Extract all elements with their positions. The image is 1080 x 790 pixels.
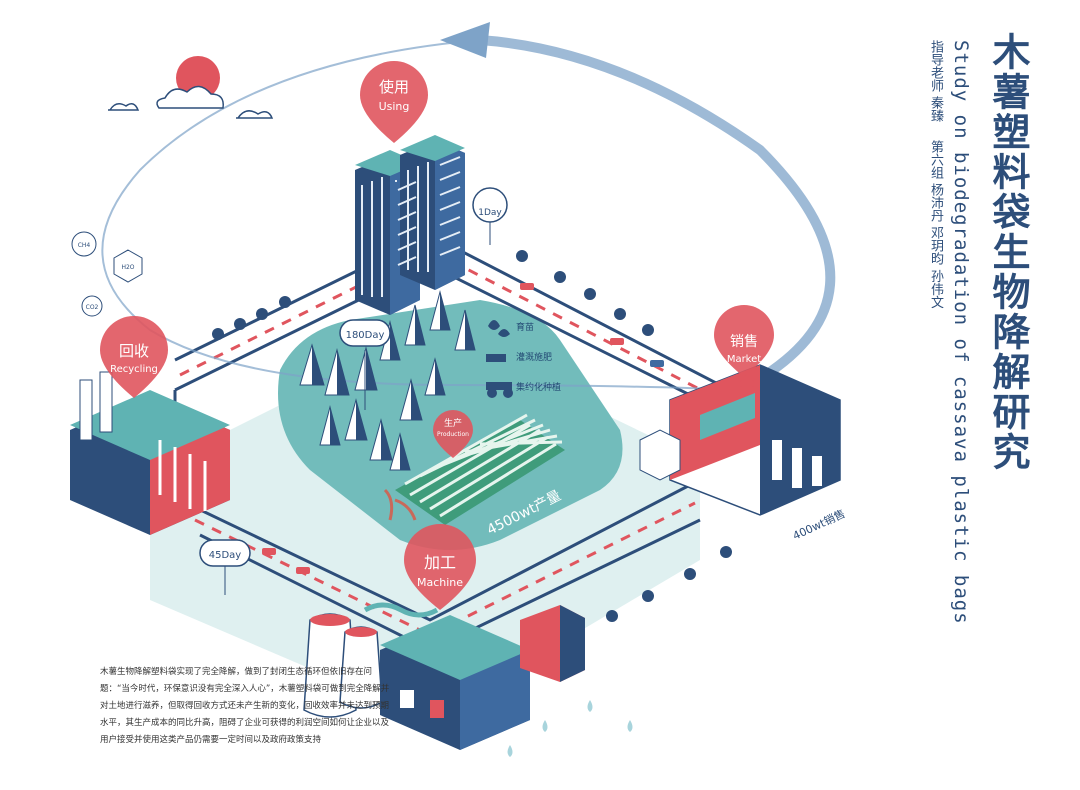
advisor-credit: 指导老师 秦臻: [928, 40, 943, 123]
stage-pins: [100, 61, 774, 610]
page-title-english: Study on biodegradation of cassava plast…: [950, 40, 972, 625]
road-center-dashes: [179, 248, 706, 637]
sun-icon: [176, 56, 220, 100]
duration-using: 1Day: [478, 208, 502, 218]
stage-recycling-zh: 回收: [119, 342, 149, 360]
stage-using-en: Using: [379, 100, 410, 113]
duration-machine: 45Day: [209, 550, 242, 561]
molecule-icons: [71, 231, 143, 317]
road-sign-icons: [212, 250, 732, 622]
recycling-factory: [70, 371, 230, 535]
summary-paragraph: 木薯生物降解塑料袋实现了完全降解，做到了封闭生态循环但依旧存在问题：“当今时代，…: [100, 667, 390, 745]
group-credit: 第六组 杨沛丹 邓玥昀 孙伟文: [928, 140, 943, 309]
forest-trees: [299, 290, 476, 521]
road-vehicles: [262, 283, 754, 574]
stage-machine-zh: 加工: [424, 553, 456, 572]
stage-machine-en: Machine: [417, 576, 463, 589]
molecule-h2o: H2O: [121, 264, 134, 271]
production-item-planting: 集约化种植: [516, 383, 562, 393]
market-volume: 400wt销售: [790, 506, 847, 542]
stage-using-zh: 使用: [379, 78, 409, 96]
duration-recycle: 180Day: [346, 330, 385, 341]
crop-field: [395, 413, 565, 525]
production-item-seedling: 育苗: [516, 323, 535, 333]
stage-recycling-en: Recycling: [110, 364, 158, 375]
production-item-irrigation: 灌溉施肥: [516, 353, 553, 363]
cycle-arrowhead-icon: [440, 22, 490, 58]
supermarket-building: [639, 364, 841, 516]
production-icons: [486, 320, 513, 398]
processing-plant: [303, 602, 585, 750]
stage-market-zh: 销售: [730, 334, 758, 350]
duration-tags: [199, 187, 508, 567]
cloud-icon: [108, 85, 274, 119]
stage-market-en: Market: [727, 354, 761, 365]
page-title: 木薯塑料袋生物降解研究: [986, 32, 1030, 472]
molecule-co2: CO2: [86, 304, 99, 311]
residential-towers: [355, 135, 465, 315]
stage-production-zh: 生产: [444, 417, 462, 429]
molecule-ch4: CH4: [78, 242, 91, 249]
water-drop-icons: [507, 700, 633, 757]
stage-production-en: Production: [437, 431, 469, 438]
